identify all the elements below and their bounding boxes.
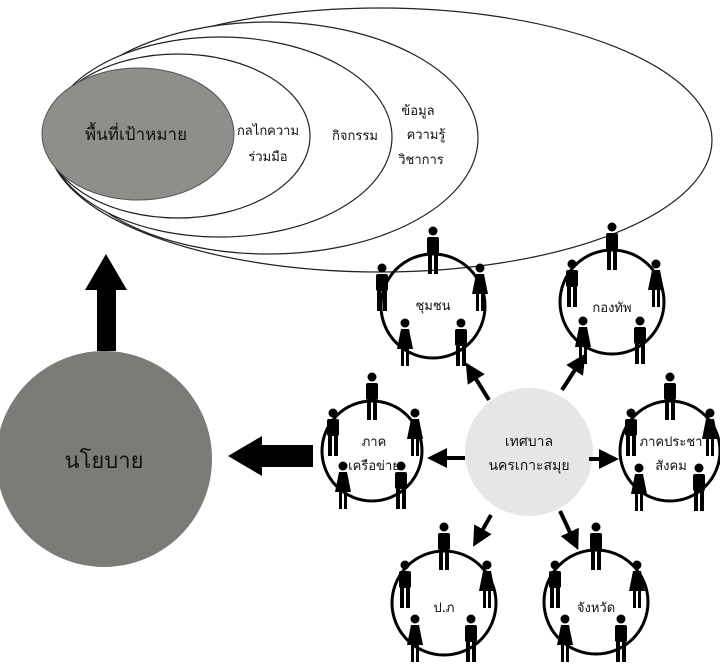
ellipse-core (41, 67, 235, 201)
hub-label-1: เทศบาล (505, 434, 553, 450)
mechanism-label-2: ร่วมมือ (248, 149, 287, 165)
stakeholder-district: ป.ภ (390, 522, 498, 662)
hub-spokes (427, 353, 619, 551)
hub-label-2: นครเกาะสมุย (488, 458, 569, 474)
core-label: พื้นที่เป้าหมาย (85, 122, 187, 145)
stakeholder-network: ภาค เครือข่าย (320, 372, 424, 509)
hub-circle (465, 388, 593, 516)
spoke-military (560, 353, 586, 392)
spoke-province (558, 510, 579, 551)
left-arrow (228, 436, 313, 476)
stakeholder-province: จังหวัด (542, 522, 650, 662)
stakeholder-label: ชุมชน (415, 299, 450, 314)
stakeholder-civil-society: ภาคประชา สังคม (618, 372, 720, 511)
stakeholder-label: จังหวัด (577, 601, 615, 616)
stakeholder-label-2: สังคม (655, 459, 687, 474)
stakeholder-label-1: ภาคประชา (640, 435, 703, 450)
spoke-district (473, 514, 493, 547)
policy-label: นโยบาย (65, 448, 144, 474)
stakeholder-military: กองทัพ (558, 222, 666, 364)
knowledge-label-2: ความรู้ (407, 128, 446, 143)
stakeholder-label-2: เครือข่าย (348, 458, 400, 474)
up-arrow (85, 254, 127, 351)
spoke-community (465, 362, 491, 402)
target-area-ellipses: พื้นที่เป้าหมาย กลไกความ ร่วมมือ กิจกรรม… (41, 7, 713, 273)
knowledge-label-1: ข้อมูล (401, 104, 434, 119)
knowledge-label-3: วิชาการ (398, 153, 444, 168)
stakeholder-label-1: ภาค (362, 435, 387, 450)
stakeholder-label: กองทัพ (592, 301, 631, 316)
mechanism-label-1: กลไกความ (237, 123, 299, 139)
stakeholder-community: ชุมชน (376, 226, 488, 366)
policy-circle (0, 351, 212, 567)
stakeholder-label: ป.ภ (434, 601, 455, 616)
activities-label: กิจกรรม (332, 129, 378, 144)
